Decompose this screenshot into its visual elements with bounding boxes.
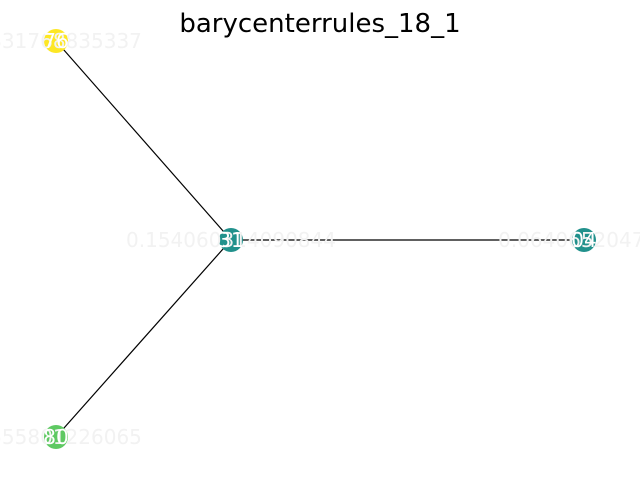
graph-title: barycenterrules_18_1 bbox=[179, 9, 460, 39]
edge-top-left-center bbox=[55, 40, 232, 241]
node-top-left bbox=[44, 29, 68, 53]
edges-layer bbox=[55, 40, 584, 438]
nodes-layer bbox=[44, 29, 596, 449]
node-center bbox=[219, 228, 243, 252]
node-label-center: 0.154060314090844 bbox=[126, 228, 336, 252]
node-value-center: 31 bbox=[218, 228, 243, 252]
node-value-bottom-left: 80 bbox=[43, 425, 68, 449]
node-label-top-left: 0.331768835337 bbox=[0, 29, 142, 53]
node-label-bottom-left: 0.555801226065 bbox=[0, 425, 142, 449]
node-right bbox=[572, 228, 596, 252]
node-label-right: 0.064065204780 bbox=[498, 228, 640, 252]
node-bottom-left bbox=[44, 425, 68, 449]
node-value-top-left: 76 bbox=[43, 29, 68, 53]
node-value-right: 04 bbox=[571, 228, 596, 252]
edge-center-bottom-left bbox=[55, 239, 232, 438]
